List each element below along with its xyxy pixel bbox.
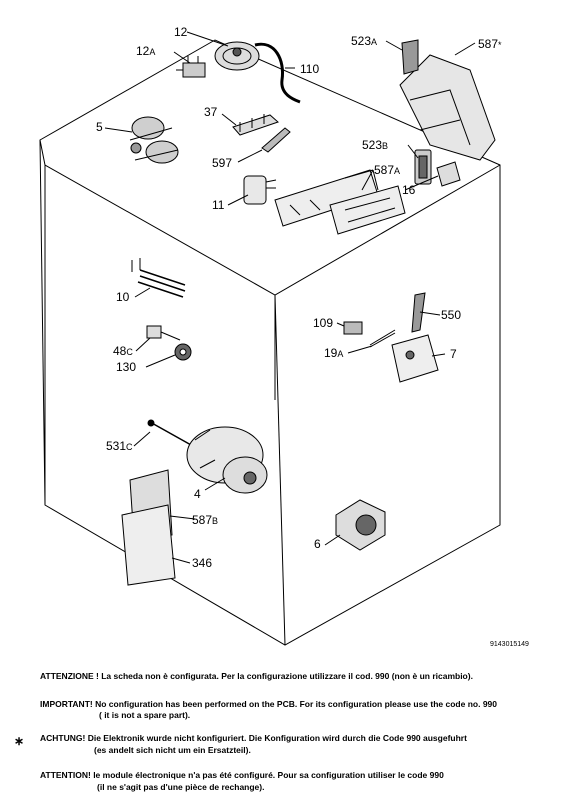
part-label: 4 bbox=[194, 487, 201, 501]
exploded-parts-diagram bbox=[39, 31, 501, 646]
cabinet-outline bbox=[39, 39, 501, 646]
part-label: 550 bbox=[441, 308, 462, 322]
part-label: 16 bbox=[402, 183, 416, 197]
note-english-line2: ( it is not a spare part). bbox=[99, 710, 191, 720]
solenoid-valve-part bbox=[129, 116, 179, 164]
note-french-line2: (il ne s'agit pas d'une pièce de rechang… bbox=[97, 782, 265, 792]
note-english-line1: IMPORTANT! No configuration has been per… bbox=[40, 699, 497, 709]
part-label: 7 bbox=[450, 347, 457, 361]
part-label: 12A bbox=[136, 44, 156, 58]
pcb-board-part bbox=[274, 169, 406, 235]
part-label: 587* bbox=[478, 37, 502, 51]
part-label: 523B bbox=[362, 138, 389, 152]
filter-part bbox=[343, 321, 363, 335]
electronic-module-part bbox=[121, 469, 176, 586]
part-label: 523A bbox=[351, 34, 378, 48]
motor-switch-part bbox=[391, 334, 439, 383]
part-label: 37 bbox=[204, 105, 218, 119]
note-german-line1: ACHTUNG! Die Elektronik wurde nicht konf… bbox=[40, 733, 467, 743]
part-label: 6 bbox=[314, 537, 321, 551]
bolt-part bbox=[146, 325, 181, 341]
leader-lines bbox=[104, 31, 476, 564]
part-label: 10 bbox=[116, 290, 130, 304]
part-label: 109 bbox=[313, 316, 334, 330]
note-italian: ATTENZIONE ! La scheda non è configurata… bbox=[40, 671, 473, 681]
asterisk-marker: ∗ bbox=[14, 734, 25, 748]
note-german-line2: (es andelt sich nicht um ein Ersatzteil)… bbox=[94, 745, 251, 755]
document-number: 9143015149 bbox=[490, 641, 529, 648]
motor-part bbox=[186, 426, 268, 494]
pressure-sensor-part bbox=[176, 56, 206, 78]
part-label: 12 bbox=[174, 25, 188, 39]
knob-part bbox=[414, 149, 432, 185]
note-french-line1: ATTENTION! le module électronique n'a pa… bbox=[40, 770, 444, 780]
wire-part bbox=[369, 329, 396, 348]
part-label: 346 bbox=[192, 556, 213, 570]
heater-part bbox=[131, 258, 186, 298]
control-panel-part bbox=[399, 39, 496, 161]
part-label: 5 bbox=[96, 120, 103, 134]
lever-part bbox=[411, 292, 426, 333]
pump-part bbox=[335, 499, 386, 551]
part-label: 110 bbox=[300, 62, 320, 76]
part-label: 587B bbox=[192, 513, 219, 527]
nut-part bbox=[174, 343, 192, 361]
terminal-block-part bbox=[232, 114, 279, 136]
part-label: 19A bbox=[324, 346, 344, 360]
part-label: 48C bbox=[113, 344, 133, 358]
door-lock-part bbox=[436, 161, 461, 187]
part-label: 130 bbox=[116, 360, 137, 374]
part-label: 587A bbox=[374, 163, 401, 177]
part-label: 597 bbox=[212, 156, 233, 170]
capacitor-part bbox=[243, 175, 277, 205]
bracket-part bbox=[261, 127, 291, 153]
part-label: 531C bbox=[106, 439, 133, 453]
pressure-switch-part bbox=[214, 41, 301, 104]
part-label: 11 bbox=[212, 198, 225, 212]
